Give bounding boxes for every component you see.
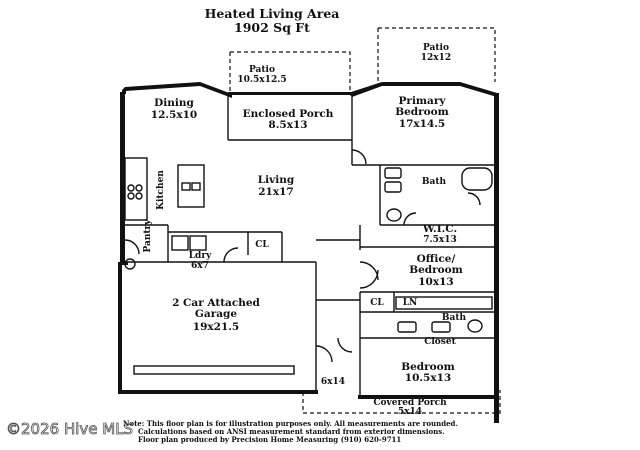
front-porch-dim: 6x14	[321, 377, 345, 387]
living-name: Living	[258, 174, 295, 186]
exterior-walls	[118, 82, 499, 423]
covered-porch-name: Covered Porch	[373, 398, 447, 408]
covered-porch-dim: 5x14	[398, 407, 422, 417]
footer-note-2: Calculations based on ANSI measurement s…	[138, 427, 445, 436]
plan-title: Heated Living Area	[205, 6, 340, 21]
primary-bedroom-name1: Primary	[399, 95, 447, 107]
bedroom-closet-name: Closet	[424, 337, 456, 347]
kitchen-name: Kitchen	[156, 170, 166, 210]
garage-name1: 2 Car Attached	[172, 297, 260, 309]
wic-name: W.I.C.	[422, 223, 457, 235]
hall-closet-name: CL	[370, 298, 384, 308]
patio-outlines	[229, 27, 501, 414]
office-name1: Office/	[417, 253, 456, 265]
pantry-name: Pantry	[143, 219, 153, 253]
patio-left-name: Patio	[249, 65, 275, 75]
footer-note-3: Floor plan produced by Precision Home Me…	[138, 435, 401, 444]
enclosed-porch-name: Enclosed Porch	[243, 108, 334, 120]
garage-name2: Garage	[195, 308, 237, 320]
plan-area: 1902 Sq Ft	[234, 20, 310, 35]
laundry-closet-name: CL	[255, 240, 269, 250]
bedroom-name: Bedroom	[401, 361, 455, 373]
office-name2: Bedroom	[409, 264, 463, 276]
dining-name: Dining	[154, 97, 194, 109]
bedroom-dim: 10.5x13	[405, 372, 451, 384]
linen-name: LN	[403, 298, 418, 308]
laundry-dim: 6x7	[191, 261, 209, 271]
second-bath-name: Bath	[442, 313, 467, 323]
patio-right-dim: 12x12	[421, 53, 451, 63]
garage-dim: 19x21.5	[193, 321, 239, 333]
footer-note-1: Note: This floor plan is for illustratio…	[123, 419, 458, 428]
living-dim: 21x17	[258, 186, 293, 198]
wic-dim: 7.5x13	[423, 235, 457, 245]
enclosed-porch-dim: 8.5x13	[268, 119, 307, 131]
primary-bath-name: Bath	[422, 177, 447, 187]
patio-right-name: Patio	[423, 43, 449, 53]
dining-dim: 12.5x10	[151, 109, 197, 121]
primary-bedroom-dim: 17x14.5	[399, 118, 445, 130]
patio-left-dim: 10.5x12.5	[237, 75, 286, 85]
office-dim: 10x13	[418, 276, 453, 288]
primary-bedroom-name2: Bedroom	[395, 106, 449, 118]
watermark: ©2026 Hive MLS	[6, 420, 133, 438]
laundry-name: Ldry	[189, 251, 212, 261]
interior-walls	[122, 95, 495, 395]
